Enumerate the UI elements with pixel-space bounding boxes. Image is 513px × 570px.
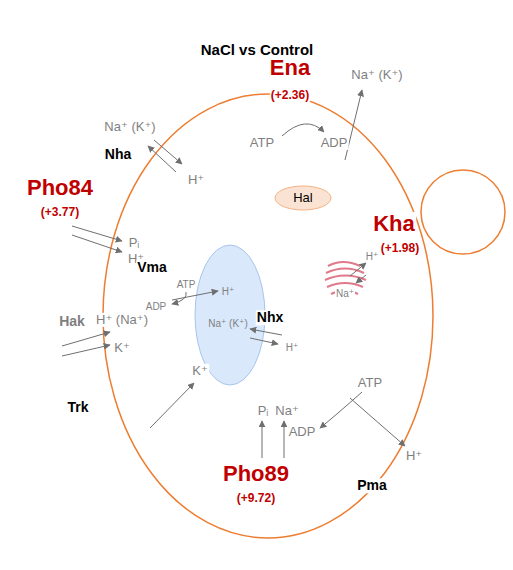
hal-body bbox=[275, 186, 331, 210]
ion-label: Na⁺ (K⁺) bbox=[350, 68, 403, 82]
ion-label: H⁺ (Na⁺) bbox=[95, 313, 149, 327]
cell-membrane bbox=[103, 94, 433, 538]
transporter-name: Pho84 bbox=[26, 176, 94, 200]
transporter-name: Nhx bbox=[256, 310, 284, 325]
energy-label: ATP bbox=[176, 279, 197, 290]
transporter-name: Nha bbox=[104, 147, 132, 162]
ion-label: Pᵢ bbox=[257, 404, 270, 418]
ion-label: Pᵢ bbox=[128, 236, 141, 250]
energy-label: ADP bbox=[145, 301, 168, 312]
transporter-name: Pma bbox=[356, 478, 388, 493]
vacuole-box: H⁺ Na⁺ (K⁺) bbox=[196, 245, 264, 385]
ion-label: H⁺ bbox=[187, 173, 205, 187]
energy-label: ATP bbox=[357, 376, 383, 390]
ion-label: Na⁺ bbox=[274, 404, 299, 418]
energy-label: ADP bbox=[320, 136, 349, 150]
ion-label: K⁺ bbox=[191, 364, 209, 378]
ion-label: Na⁺ (K⁺) bbox=[103, 120, 156, 134]
fold-change: (+1.98) bbox=[380, 242, 420, 255]
fold-change: (+2.36) bbox=[270, 89, 310, 102]
fold-change: (+3.77) bbox=[40, 206, 80, 219]
transporter-name: Hak bbox=[58, 314, 86, 329]
transporter-name: Vma bbox=[136, 260, 168, 275]
bud bbox=[421, 170, 505, 254]
node-text: H⁺ bbox=[222, 286, 235, 297]
transporter-name: Trk bbox=[66, 400, 89, 415]
ion-label: H⁺ bbox=[405, 449, 423, 463]
node-text: Hal bbox=[293, 191, 313, 205]
node-text: Na⁺ (K⁺) bbox=[208, 318, 247, 329]
transport-arrows bbox=[62, 90, 405, 458]
transporter-name: Pho89 bbox=[222, 462, 290, 486]
ion-label: Na⁺ bbox=[335, 288, 355, 299]
ion-label: H⁺ bbox=[285, 342, 300, 353]
ion-label: H⁺ bbox=[365, 251, 380, 262]
energy-label: ADP bbox=[288, 425, 317, 439]
organelle-label-box: Hal bbox=[275, 186, 331, 210]
energy-label: ATP bbox=[249, 136, 275, 150]
ion-label: K⁺ bbox=[113, 341, 131, 355]
transporter-name: Kha bbox=[372, 212, 416, 236]
transporter-name: Ena bbox=[269, 56, 311, 80]
fold-change: (+9.72) bbox=[236, 492, 276, 505]
